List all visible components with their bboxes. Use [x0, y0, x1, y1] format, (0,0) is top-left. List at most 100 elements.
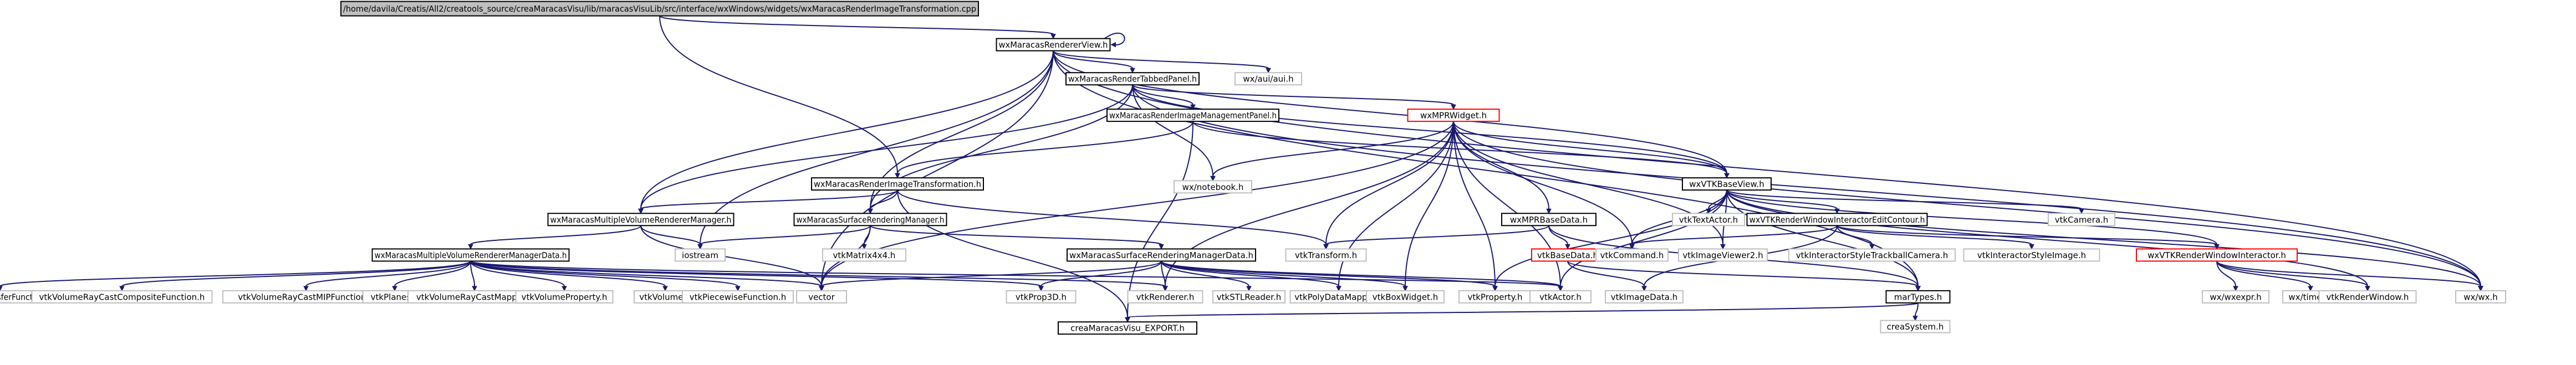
edge-arrowhead [662, 286, 668, 291]
node-volume[interactable]: vtkVolume.h [634, 290, 697, 304]
node-renderer[interactable]: vtkRenderer.h [1127, 290, 1203, 304]
edge-mvr-data-to-composite-fn [119, 260, 471, 291]
node-ray-mapper[interactable]: vtkVolumeRayCastMapper.h [407, 290, 542, 304]
node-box [2048, 213, 2115, 227]
node-wx-expr[interactable]: wx/wxexpr.h [2202, 290, 2269, 304]
node-box [2202, 290, 2269, 304]
node-image-data[interactable]: vtkImageData.h [1605, 290, 1684, 304]
edge-surface-data-to-poly-mapper [1161, 260, 1341, 291]
node-label: vtkRenderer.h [1136, 292, 1195, 302]
edge-line [1453, 121, 1727, 174]
node-style-image[interactable]: vtkInteractorStyleImage.h [1963, 248, 2100, 262]
node-tabbed-panel[interactable]: wxMaracasRenderTabbedPanel.h [1065, 72, 1200, 86]
node-mpr-widget[interactable]: wxMPRWidget.h [1407, 109, 1500, 122]
edge-line [470, 260, 822, 287]
node-notebook[interactable]: wx/notebook.h [1174, 180, 1252, 194]
edge-surface-data-to-vtk-actor [1161, 260, 1563, 291]
edge-line [2216, 261, 2368, 287]
node-label: vtkInteractorStyleImage.h [1977, 250, 2086, 260]
node-label: vtkTextActor.h [1679, 215, 1738, 225]
node-mpr-base-data[interactable]: wxMPRBaseData.h [1501, 213, 1596, 227]
edge-mpr-widget-to-notebook [1210, 121, 1454, 182]
node-mvr-data[interactable]: wxMaracasMultipleVolumeRendererManagerDa… [371, 248, 570, 262]
node-render-transform[interactable]: wxMaracasRenderImageTransformation.h [811, 177, 984, 191]
edge-line [1453, 121, 1633, 245]
node-label: wx/wxexpr.h [2210, 292, 2261, 302]
edge-arrowhead [1558, 286, 1563, 291]
node-mgmt-panel[interactable]: wxMaracasRenderImageManagementPanel.h [1106, 109, 1279, 122]
node-prop3d[interactable]: vtkProp3D.h [1006, 290, 1077, 304]
node-vtk-base-view[interactable]: wxVTKBaseView.h [1682, 177, 1772, 191]
node-box-widget[interactable]: vtkBoxWidget.h [1366, 290, 1445, 304]
edge-arrowhead [2308, 286, 2313, 291]
node-box [2455, 290, 2506, 304]
node-image-viewer2[interactable]: vtkImageViewer2.h [1678, 248, 1768, 262]
node-root[interactable]: /home/davila/Creatis/All2/creatools_sour… [340, 1, 979, 17]
edge-mar-types-to-export [1125, 302, 1919, 323]
edge-surface-manager-to-iostream [697, 225, 871, 250]
node-iostream[interactable]: iostream [675, 248, 726, 262]
node-camera[interactable]: vtkCamera.h [2048, 213, 2115, 227]
node-label: wxMaracasMultipleVolumeRendererManager.h [550, 215, 732, 225]
node-crea-system[interactable]: creaSystem.h [1880, 320, 1951, 333]
node-export[interactable]: creaMaracasVisu_EXPORT.h [1058, 321, 1197, 335]
edge-arrowhead [468, 244, 473, 250]
node-label: vtkPlanes.h [371, 292, 419, 302]
edge-line [700, 225, 871, 245]
node-vtk-property[interactable]: vtkProperty.h [1458, 290, 1532, 304]
edge-arrowhead [1912, 316, 1918, 321]
edge-arrowhead [1451, 104, 1456, 110]
node-interactor-contour[interactable]: wxVTKRenderWindowInteractorEditContour.h [1746, 213, 1928, 227]
edge-line [1132, 85, 2481, 286]
node-box [1106, 109, 1279, 122]
node-label: vector [808, 292, 835, 302]
node-mvr-manager[interactable]: wxMaracasMultipleVolumeRendererManager.h [547, 213, 734, 227]
edge-line [1726, 189, 2082, 210]
edge-line [640, 225, 822, 287]
edge-arrowhead [1336, 286, 1341, 291]
node-aui[interactable]: wx/aui/aui.h [1235, 72, 1302, 86]
node-box [1963, 248, 2100, 262]
node-vtk-command[interactable]: vtkCommand.h [1595, 248, 1669, 262]
node-surface-data[interactable]: wxMaracasSurfaceRenderingManagerData.h [1067, 248, 1256, 262]
node-render-window-interactor[interactable]: wxVTKRenderWindowInteractor.h [2136, 248, 2298, 262]
edge-mpr-widget-to-vtk-actor [1453, 121, 1563, 291]
node-surface-manager[interactable]: wxMaracasSurfaceRenderingManager.h [793, 213, 947, 227]
edge-line [305, 260, 471, 287]
node-vtk-actor[interactable]: vtkActor.h [1529, 290, 1591, 304]
node-stl-reader[interactable]: vtkSTLReader.h [1212, 290, 1286, 304]
node-box [1067, 248, 1256, 262]
node-wx-wx[interactable]: wx/wx.h [2455, 290, 2506, 304]
node-vtk-transform[interactable]: vtkTransform.h [1285, 248, 1367, 262]
edge-vtk-base-view-to-camera [1726, 189, 2084, 214]
node-mar-types[interactable]: marTypes.h [1885, 290, 1951, 304]
edge-surface-manager-to-surface-data [870, 225, 1164, 250]
edge-arrowhead [895, 173, 900, 179]
edge-arrowhead [1915, 286, 1921, 291]
node-volume-property[interactable]: vtkVolumeProperty.h [515, 290, 614, 304]
edge-line [470, 261, 475, 286]
node-label: vtkVolume.h [639, 292, 691, 302]
edge-line [870, 189, 898, 209]
edge-arrowhead [1110, 42, 1116, 48]
edge-interactor-contour-to-style-image [1837, 225, 2034, 250]
edge-arrowhead [2079, 208, 2084, 214]
node-style-trackball[interactable]: vtkInteractorStyleTrackballCamera.h [1788, 248, 1956, 262]
node-matrix4x4[interactable]: vtkMatrix4x4.h [822, 248, 906, 262]
node-composite-fn[interactable]: vtkVolumeRayCastCompositeFunction.h [31, 290, 213, 304]
edge-render-window-interactor-to-wx-wx [2216, 260, 2483, 291]
node-render-window[interactable]: vtkRenderWindow.h [2318, 290, 2417, 304]
node-text-actor[interactable]: vtkTextActor.h [1672, 213, 1745, 227]
edge-tabbed-panel-to-mpr-widget [1132, 84, 1456, 110]
edge-line [1567, 260, 1919, 287]
node-box [796, 290, 847, 304]
node-base-data[interactable]: vtkBaseData.h [1531, 248, 1604, 262]
node-piecewise[interactable]: vtkPiecewiseFunction.h [682, 290, 794, 304]
edge-line [470, 260, 666, 287]
node-vector[interactable]: vector [796, 290, 847, 304]
node-box [1788, 248, 1956, 262]
node-renderer-view[interactable]: wxMaracasRendererView.h [996, 38, 1111, 52]
node-box [371, 248, 570, 262]
node-box [1285, 248, 1367, 262]
node-box [340, 1, 979, 17]
